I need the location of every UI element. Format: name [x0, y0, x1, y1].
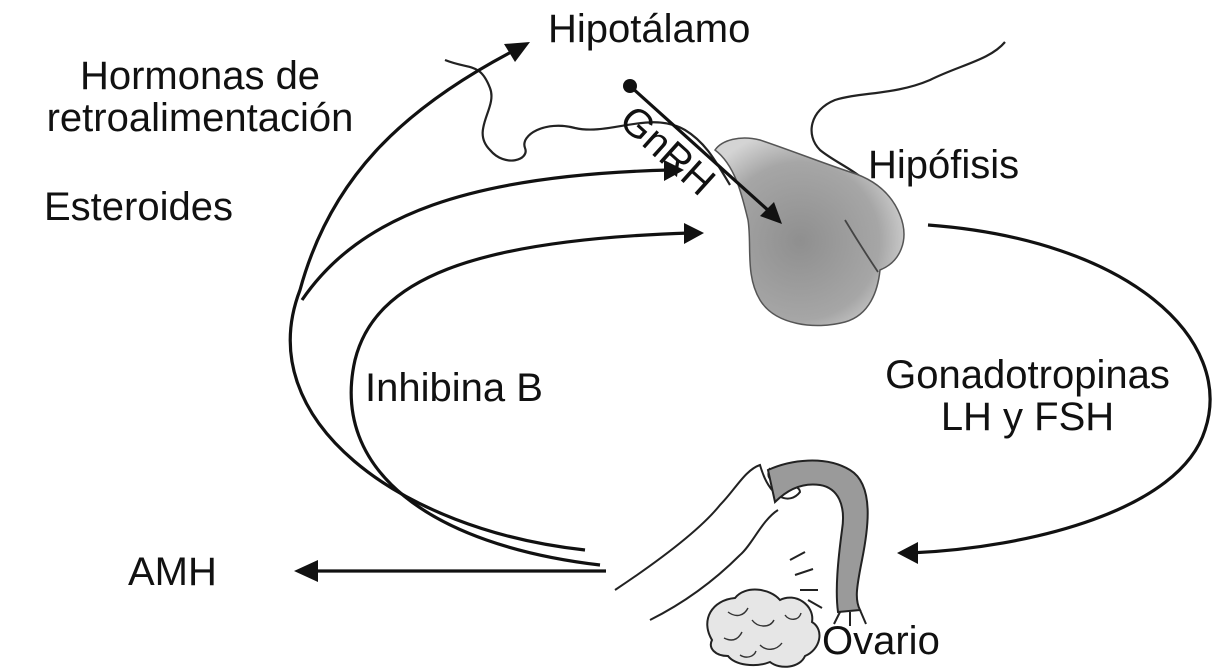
feedback-hormones-label-line2: retroalimentación [15, 97, 385, 139]
gonadotropins-label-line2: LH y FSH [855, 396, 1200, 438]
ovary-label: Ovario [822, 620, 940, 662]
amh-arrowhead [294, 560, 318, 582]
hypothalamus-label: Hipotálamo [548, 8, 750, 50]
inhibin-arrowhead [684, 223, 704, 244]
gonadotropins-arrowhead [897, 542, 918, 564]
inhibin-label: Inhibina B [365, 367, 543, 409]
pituitary-label: Hipófisis [868, 144, 1019, 186]
amh-label: AMH [128, 551, 217, 593]
feedback-hormones-label-line1: Hormonas de [55, 55, 345, 97]
ovary [707, 590, 819, 667]
steroids-arrow [302, 170, 670, 300]
gonadotropins-label-line1: Gonadotropinas [855, 354, 1200, 396]
steroids-label: Esteroides [44, 186, 233, 228]
